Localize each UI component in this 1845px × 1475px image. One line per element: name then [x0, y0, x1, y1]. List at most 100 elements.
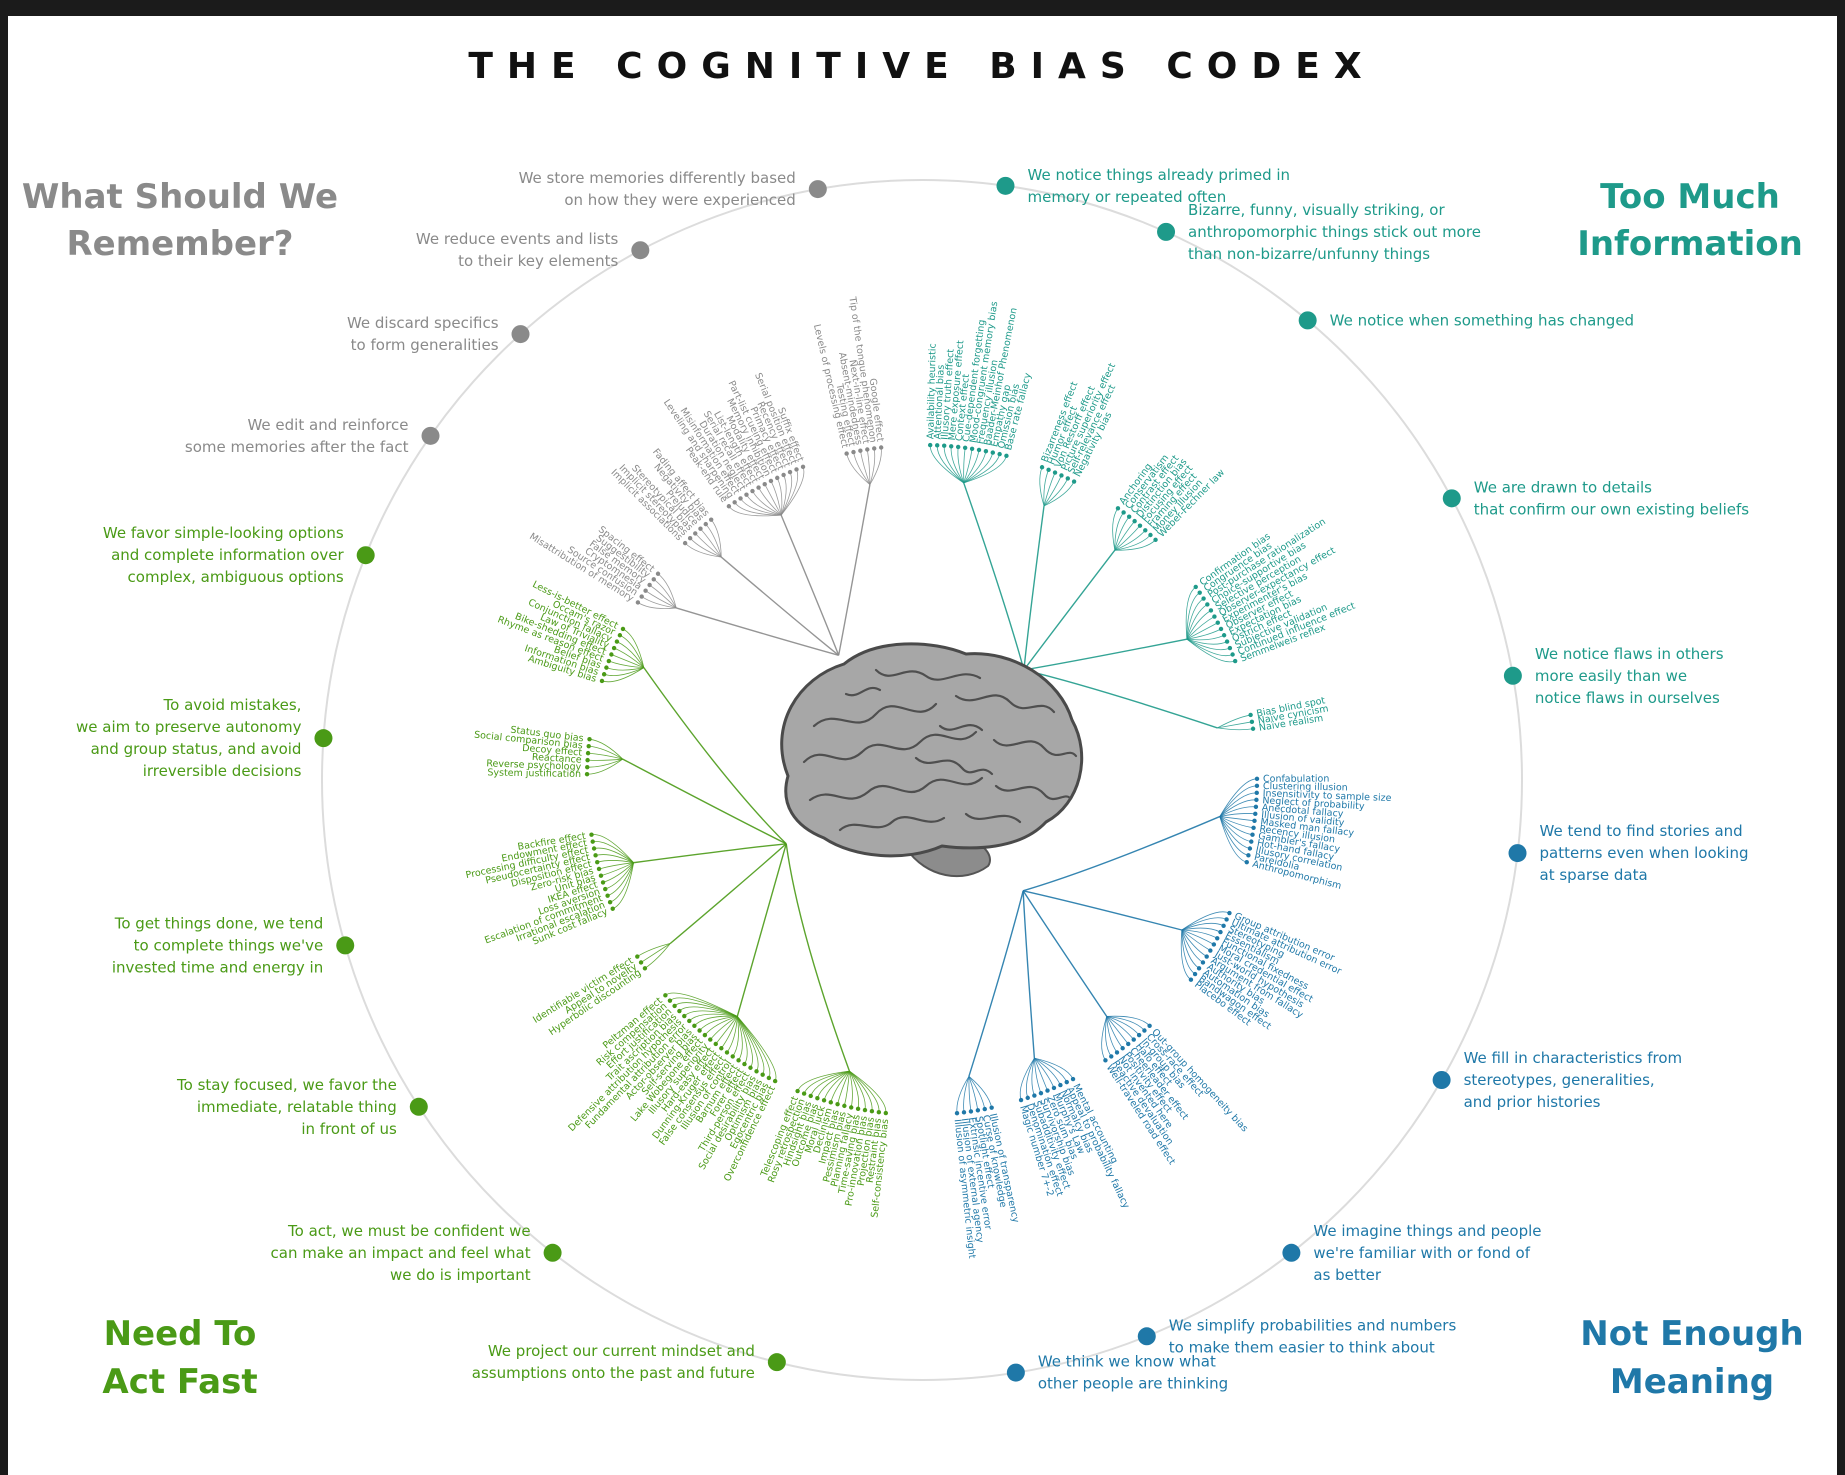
branch-line: [1219, 816, 1251, 849]
bias-node: [590, 839, 595, 844]
category-label: To stay focused, we favor theimmediate, …: [176, 1076, 397, 1138]
bias-node: [1018, 1097, 1024, 1103]
category-label-line: to make them easier to think about: [1169, 1338, 1435, 1356]
bias-node: [821, 1098, 827, 1103]
category-label-line: to form generalities: [351, 336, 499, 354]
category-label-line: other people are thinking: [1038, 1375, 1228, 1393]
branch-line: [849, 1070, 866, 1111]
branch-line: [1181, 929, 1204, 963]
bias-node: [1071, 479, 1077, 484]
branch-line: [776, 477, 783, 516]
branch-line: [764, 484, 782, 516]
branch-line: [869, 448, 876, 485]
branch-line: [597, 860, 634, 864]
branch-line: [619, 634, 645, 668]
category-dot: [1432, 1071, 1451, 1089]
category-label-line: invested time and energy in: [112, 958, 323, 976]
branch-line: [1219, 785, 1257, 817]
branch-line: [1181, 929, 1218, 939]
category-dot: [767, 1353, 786, 1372]
branch-line: [694, 1015, 738, 1027]
branch-line: [602, 862, 634, 883]
bias-node: [584, 771, 590, 777]
branch-line: [866, 449, 871, 485]
branch-line: [1186, 638, 1231, 651]
bias-node: [643, 588, 648, 593]
branch-line: [1039, 467, 1045, 507]
branch-line: [1219, 816, 1255, 822]
bias-node: [1224, 917, 1229, 922]
branch-line: [1106, 1015, 1150, 1027]
category-label: Bizarre, funny, visually striking, orant…: [1188, 201, 1481, 263]
category-label-line: To get things done, we tend: [114, 914, 324, 932]
branch-line: [592, 840, 634, 863]
branch-line: [1101, 1016, 1108, 1061]
branch-line: [963, 449, 980, 484]
branch-line: [595, 854, 634, 864]
branch-line: [736, 1016, 759, 1072]
bias-node: [1052, 470, 1058, 475]
bias-node: [849, 1105, 854, 1110]
branch-line: [853, 451, 871, 485]
category-label: To avoid mistakes,we aim to preserve aut…: [76, 696, 302, 780]
branch-line: [736, 1016, 771, 1079]
category-label-line: we're familiar with or fond of: [1313, 1244, 1530, 1262]
trunk-line: [669, 843, 787, 944]
category-dot: [1508, 844, 1527, 863]
category-label-line: We notice things already primed in: [1028, 166, 1291, 184]
trunk-line: [720, 556, 840, 656]
bias-node: [835, 1101, 840, 1107]
bias-node: [742, 1061, 747, 1067]
bias-node: [663, 993, 668, 998]
bias-node: [1103, 1058, 1108, 1063]
trunk-line: [676, 607, 839, 656]
branch-line: [1114, 529, 1146, 551]
bias-node: [760, 1072, 765, 1077]
category-label-line: We are drawn to details: [1474, 478, 1652, 496]
category-labels: We notice things already primed inmemory…: [76, 166, 1749, 1393]
bias-node: [598, 873, 604, 878]
bias-node: [601, 672, 607, 677]
trunk-line: [633, 843, 787, 864]
bias-node: [1197, 590, 1202, 595]
category-label-line: on how they were experienced: [564, 191, 795, 209]
branch-line: [1180, 929, 1192, 981]
branch-line: [637, 602, 677, 609]
bias-node: [738, 496, 743, 501]
category-label-line: We think we know what: [1038, 1353, 1216, 1371]
category-dot: [314, 729, 333, 748]
branch-line: [780, 471, 793, 516]
category-dot: [336, 936, 355, 955]
branch-line: [1186, 638, 1236, 663]
bias-node: [772, 1078, 778, 1084]
bias-node: [692, 1023, 697, 1028]
branch-line: [1181, 929, 1215, 945]
bias-node: [1115, 506, 1121, 511]
branch-line: [968, 1076, 993, 1108]
branch-line: [1181, 917, 1227, 931]
bias-node: [997, 451, 1002, 457]
bias-node: [708, 517, 714, 522]
branch-line: [1181, 929, 1211, 951]
branch-line: [936, 445, 965, 484]
branch-line: [1114, 525, 1141, 551]
branch-line: [700, 528, 722, 558]
bias-node: [1215, 620, 1220, 625]
bias-node: [1046, 467, 1051, 473]
bias-node: [954, 1110, 960, 1116]
bias-node: [647, 582, 652, 588]
bias-node: [750, 488, 755, 494]
bias-node: [1051, 1085, 1057, 1091]
bias-node: [687, 536, 693, 541]
branch-line: [605, 862, 634, 890]
bias-node: [586, 743, 591, 749]
bias-node: [781, 472, 786, 478]
bias-node: [1148, 532, 1153, 538]
bias-node: [703, 521, 708, 527]
branch-line: [1186, 638, 1233, 657]
branch-line: [849, 1070, 887, 1114]
category-label-line: stereotypes, generalities,: [1464, 1071, 1655, 1089]
bias-node: [1065, 476, 1071, 481]
